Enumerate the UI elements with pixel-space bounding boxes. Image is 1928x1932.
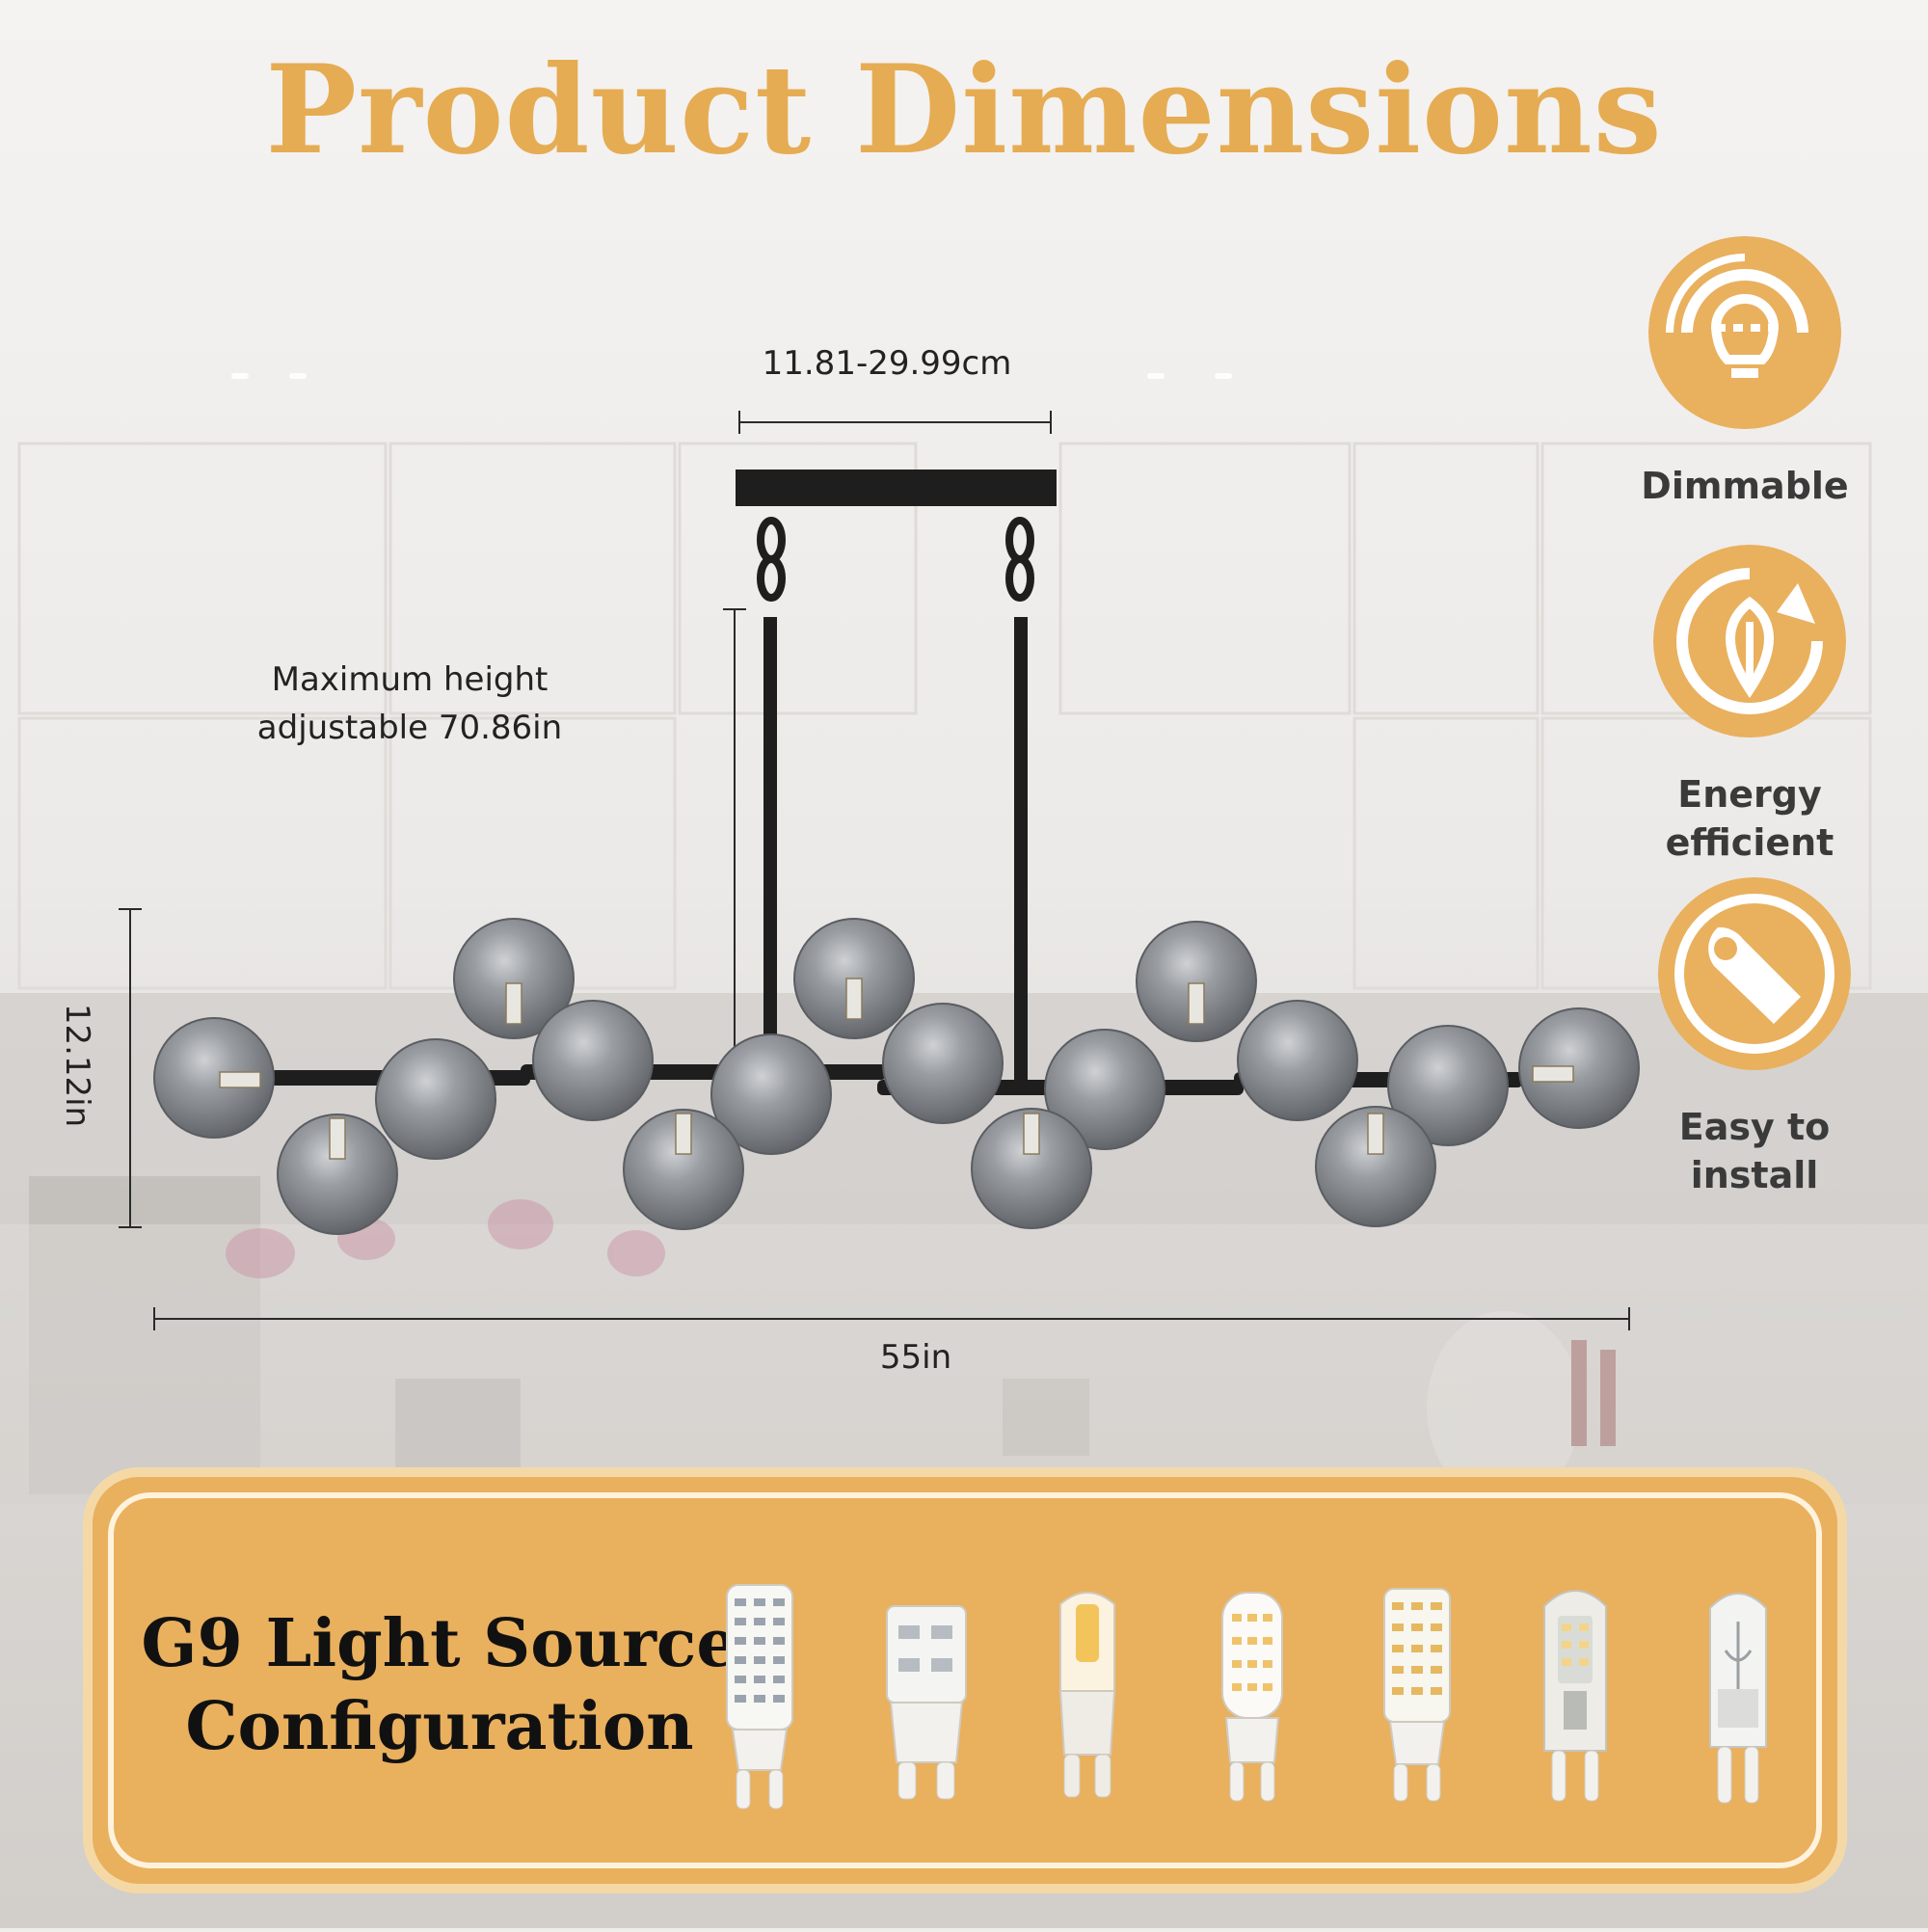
fixture-height-label: 12.12in [58,1003,96,1128]
panel-inner-border [108,1492,1822,1868]
light-source-title: G9 Light Source Configuration [131,1602,748,1768]
energy-efficient-label: Energy efficient [1665,773,1834,864]
feature-easy-install: Easy to install [1629,877,1880,1199]
feature-dimmable: Dimmable [1620,236,1870,510]
page-title: Product Dimensions [265,39,1663,181]
max-height-line-1: Maximum height [271,660,549,699]
g9-cob-led-bulb-icon [1058,1592,1116,1798]
leaf-recycle-icon [1653,545,1846,738]
g9-led-corn-bulb-icon [726,1584,793,1810]
g9-led-clear-bulb-icon [1543,1590,1607,1802]
light-source-title-line-1: G9 Light Source [141,1605,738,1682]
lightbulb-icon [1648,236,1841,429]
easy-install-label: Easy to install [1678,1106,1831,1196]
ceiling-canopy [736,470,1057,506]
g9-led-capsule-bulb-icon [1221,1592,1283,1802]
dimmable-label: Dimmable [1641,465,1849,507]
g9-led-smd-bulb-icon [886,1605,967,1800]
feature-energy-efficient: Energy efficient [1624,545,1875,867]
g9-led-ceramic-bulb-icon [1383,1588,1451,1802]
max-height-line-2: adjustable 70.86in [256,709,563,747]
light-source-title-line-2: Configuration [185,1688,694,1765]
light-source-panel: G9 Light Source Configuration [83,1467,1847,1893]
fixture-width-label: 55in [879,1338,952,1377]
canopy-width-label: 11.81-29.99cm [762,344,1012,383]
g9-halogen-bulb-icon [1709,1593,1767,1804]
max-height-label: Maximum height adjustable 70.86in [222,656,598,752]
wrench-icon [1658,877,1851,1070]
